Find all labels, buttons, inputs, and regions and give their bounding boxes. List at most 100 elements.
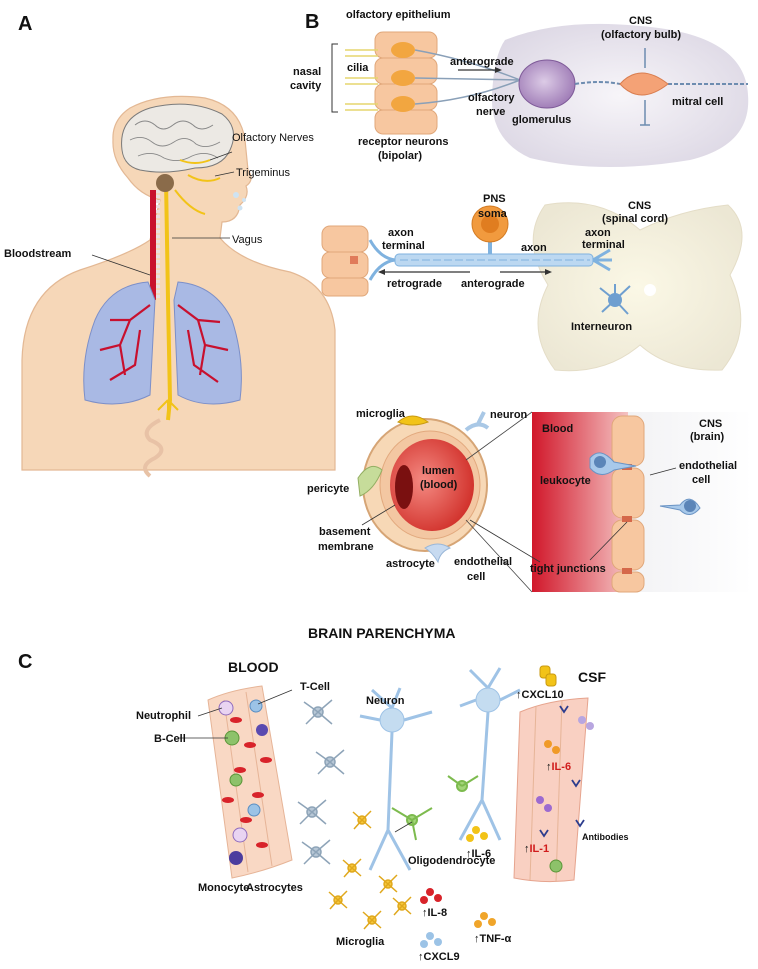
vagus-branches bbox=[157, 399, 179, 414]
peripheral-epithelium bbox=[321, 225, 369, 297]
astrocytes-label: Astrocytes bbox=[246, 882, 303, 894]
lumen bbox=[390, 439, 474, 531]
microglia-label: microglia bbox=[356, 408, 406, 420]
il6-mid-label: ↑IL-6 bbox=[466, 848, 491, 860]
leukocyte bbox=[589, 452, 701, 515]
axon-terminal-right-label-1: axon bbox=[585, 227, 611, 239]
microglia-c-label: Microglia bbox=[336, 936, 385, 948]
panel-b-peripheral: PNS soma axon terminal retrograde antero… bbox=[321, 193, 743, 372]
trigeminus-label: Trigeminus bbox=[236, 167, 290, 179]
intestine bbox=[143, 418, 164, 478]
endothelial-nucleus bbox=[395, 465, 413, 509]
microglia-cell bbox=[397, 415, 430, 426]
lumen-blood-label: (blood) bbox=[420, 479, 458, 491]
antibodies-label: Antibodies bbox=[582, 832, 629, 842]
membrane-label: membrane bbox=[318, 541, 374, 553]
anterograde-label: anterograde bbox=[450, 56, 514, 68]
axon-mid-label: axon bbox=[521, 242, 547, 254]
retrograde-label: retrograde bbox=[387, 278, 442, 290]
cxcl10-label: ↑CXCL10 bbox=[516, 689, 564, 701]
mitral-cell bbox=[619, 72, 669, 96]
csf-title: CSF bbox=[578, 669, 606, 685]
olfactory-bulb-region bbox=[491, 23, 749, 168]
mitral-cell-label: mitral cell bbox=[672, 96, 723, 108]
microglia-cells bbox=[328, 810, 412, 930]
spinal-cord-region bbox=[532, 202, 743, 372]
il6-dots bbox=[466, 826, 488, 842]
blood-vessel-left bbox=[207, 685, 293, 879]
endothelial-label: endothelial bbox=[454, 556, 512, 568]
il8-label: ↑IL-8 bbox=[422, 907, 447, 919]
il8-dots bbox=[420, 888, 442, 904]
neuron-c-label: Neuron bbox=[366, 695, 405, 707]
endothelial-cell-label: cell bbox=[467, 571, 485, 583]
olfactory-epithelium-cells bbox=[374, 31, 438, 135]
spinal-cord-label: (spinal cord) bbox=[602, 213, 668, 225]
olfactory-epithelium-label: olfactory epithelium bbox=[346, 9, 451, 21]
olfactory-nerve-label-2: nerve bbox=[476, 106, 505, 118]
cxcl9-dots bbox=[420, 932, 442, 948]
axon-terminal-left-label-1: axon bbox=[388, 227, 414, 239]
brain-folds bbox=[129, 120, 221, 161]
t-cell-label: T-Cell bbox=[300, 681, 330, 693]
csf-cells bbox=[536, 705, 594, 873]
interneuron bbox=[599, 284, 631, 315]
lung-vessels bbox=[99, 304, 229, 383]
nasal-bracket bbox=[331, 43, 338, 113]
il6-red-label: ↑IL-6 bbox=[546, 761, 571, 773]
endothelial-wall bbox=[611, 415, 645, 593]
panel-a: A Olfactory Nerves Trigeminus Vagus Bloo… bbox=[4, 13, 336, 478]
panel-a-label: A bbox=[18, 13, 32, 35]
red-blood-cells-left bbox=[222, 717, 272, 848]
olfactory-nerves-label: Olfactory Nerves bbox=[232, 132, 314, 144]
right-lung bbox=[173, 281, 242, 405]
pericyte-cell bbox=[357, 465, 383, 497]
oligodendrocyte-cell bbox=[391, 775, 479, 841]
brain bbox=[121, 103, 235, 173]
cavity-label: cavity bbox=[290, 80, 322, 92]
panel-b-olfactory: B olfactory epithelium nasal cavity cili… bbox=[290, 9, 749, 168]
cns-bottom-label: CNS bbox=[699, 418, 722, 430]
olfactory-bulb-label: (olfactory bulb) bbox=[601, 29, 681, 41]
pns-label: PNS bbox=[483, 193, 506, 205]
anterograde-mid-label: anterograde bbox=[461, 278, 525, 290]
astrocytes-cells bbox=[297, 699, 345, 865]
axon-terminal-right-label-2: terminal bbox=[582, 239, 625, 251]
panel-c-label: C bbox=[18, 651, 32, 673]
pericyte-label: pericyte bbox=[307, 483, 349, 495]
neuron-label: neuron bbox=[490, 409, 528, 421]
immune-cells-left bbox=[218, 699, 268, 865]
brain-parenchyma-title: BRAIN PARENCHYMA bbox=[308, 625, 456, 641]
neutrophil-label: Neutrophil bbox=[136, 710, 191, 722]
olfactory-nerve-path bbox=[174, 159, 221, 215]
oligodendrocyte-label: Oligodendrocyte bbox=[408, 855, 495, 867]
interneuron-label: Interneuron bbox=[571, 321, 632, 333]
bloodstream-label: Bloodstream bbox=[4, 248, 71, 260]
axon-terminal-left-label-2: terminal bbox=[382, 240, 425, 252]
tnfa-label: ↑TNF-α bbox=[474, 933, 512, 945]
endothelial-cell-right-label: cell bbox=[692, 474, 710, 486]
blood-title: BLOOD bbox=[228, 659, 279, 675]
leukocyte-label: leukocyte bbox=[540, 475, 591, 487]
neurons bbox=[359, 667, 521, 871]
cilia bbox=[345, 49, 378, 111]
olfactory-nerve-fibers bbox=[414, 49, 521, 105]
brainstem bbox=[156, 174, 174, 192]
soma-label: soma bbox=[478, 208, 508, 220]
b-cell-label: B-Cell bbox=[154, 733, 186, 745]
astrocyte-cell bbox=[424, 543, 452, 564]
monocyte-cell bbox=[229, 851, 243, 865]
cilia-label: cilia bbox=[347, 62, 369, 74]
astrocyte-label: astrocyte bbox=[386, 558, 435, 570]
nasal-label: nasal bbox=[293, 66, 321, 78]
olfactory-nerve-label-1: olfactory bbox=[468, 92, 515, 104]
cxcl10-icon bbox=[539, 665, 557, 687]
tight-junctions-label: tight junctions bbox=[530, 563, 606, 575]
basement-label: basement bbox=[319, 526, 371, 538]
lumen-label: lumen bbox=[422, 465, 455, 477]
blood-label: Blood bbox=[542, 423, 573, 435]
panel-b-label: B bbox=[305, 11, 319, 33]
endothelial-right-label: endothelial bbox=[679, 460, 737, 472]
csf-vessel-right bbox=[513, 697, 589, 883]
